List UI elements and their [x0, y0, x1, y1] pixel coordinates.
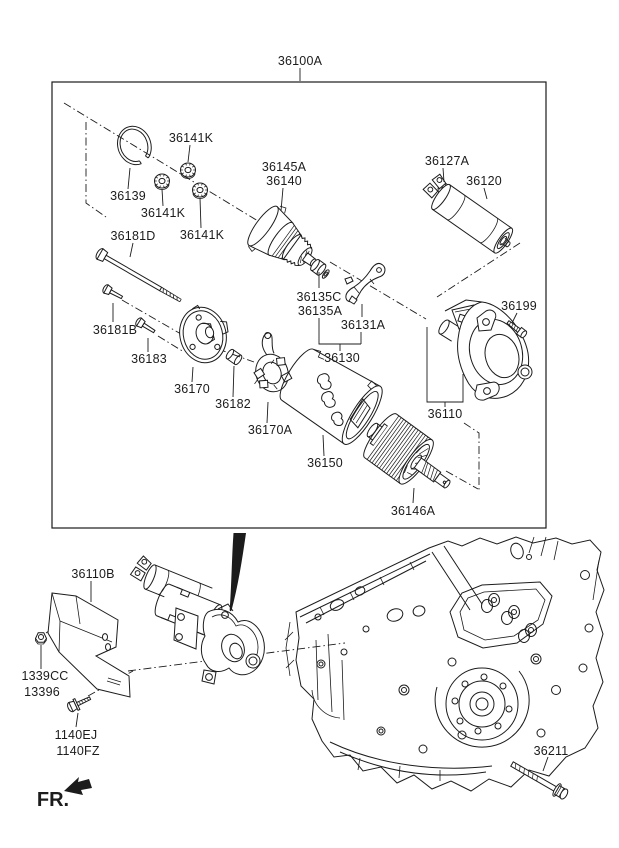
callout-36150: 36150: [307, 455, 343, 470]
callout-36135c: 36135C: [296, 289, 342, 304]
callout-13396: 13396: [24, 684, 60, 699]
bolt-36199: [506, 320, 528, 339]
callout-36146a: 36146A: [390, 503, 436, 518]
callout-36141k-top: 36141K: [168, 130, 214, 145]
callout-36140: 36140: [266, 173, 302, 188]
callout-36127a: 36127A: [424, 153, 470, 168]
callout-36170a: 36170A: [247, 422, 293, 437]
armature-36146a: [363, 413, 451, 489]
callout-36181b: 36181B: [92, 322, 138, 337]
callout-36141k-low: 36141K: [179, 227, 225, 242]
snap-ring-36139: [117, 125, 152, 166]
engine-block: [284, 536, 605, 792]
position-swoosh-pointer: [229, 533, 246, 612]
mount-bolt-1140ej: [67, 696, 92, 713]
field-frame-36150: [279, 348, 383, 445]
through-bolt-36181d: [95, 248, 182, 303]
knurled-nut-36141k-2: [154, 173, 170, 191]
block-bolt-36211: [510, 761, 569, 800]
brush-holder-36170a: [253, 331, 293, 393]
callout-36182: 36182: [215, 396, 251, 411]
flywheel-bolt-holes: [451, 673, 513, 735]
callout-36100a: 36100A: [277, 53, 323, 68]
callout-1140ej: 1140EJ: [54, 727, 98, 742]
callout-36141k-mid: 36141K: [140, 205, 186, 220]
callout-36170: 36170: [174, 381, 210, 396]
callout-36183: 36183: [131, 351, 167, 366]
callout-36110b: 36110B: [71, 566, 115, 581]
parts-box-frame: [51, 81, 547, 529]
front-housing-36110: [438, 299, 533, 401]
callout-36145a: 36145A: [261, 159, 307, 174]
callout-36199: 36199: [501, 298, 537, 313]
front-marker-label: FR.: [36, 789, 70, 811]
bolt-36183: [135, 317, 156, 334]
callout-1339cc: 1339CC: [21, 668, 69, 683]
callout-36139: 36139: [110, 188, 146, 203]
solenoid-36120: [422, 173, 514, 254]
heat-shield-36110b: [47, 592, 131, 698]
callout-1140fz: 1140FZ: [56, 743, 100, 758]
callout-36181d: 36181D: [110, 228, 156, 243]
callout-36130: 36130: [324, 350, 360, 365]
bushing-36182: [225, 348, 243, 366]
shift-lever-36131a: [344, 263, 386, 305]
bolt-36181b: [102, 284, 124, 300]
callout-36135a: 36135A: [297, 303, 343, 318]
knurled-nut-36141k-1: [180, 162, 196, 180]
callout-36131a: 36131A: [340, 317, 386, 332]
knurled-nut-36141k-3: [192, 182, 208, 200]
end-plate-36170: [179, 304, 229, 364]
callout-36211: 36211: [533, 743, 569, 758]
assembled-starter: [129, 555, 265, 685]
callout-36120: 36120: [466, 173, 502, 188]
callout-leader-lines: [40, 68, 549, 772]
mount-nut-1339cc: [34, 632, 48, 645]
front-direction-arrow-icon: [64, 777, 92, 795]
mount-bosses: [481, 593, 537, 643]
stop-collar-36135: [310, 259, 330, 279]
drive-clutch-36140: [247, 205, 317, 267]
callout-36110: 36110: [427, 406, 463, 421]
